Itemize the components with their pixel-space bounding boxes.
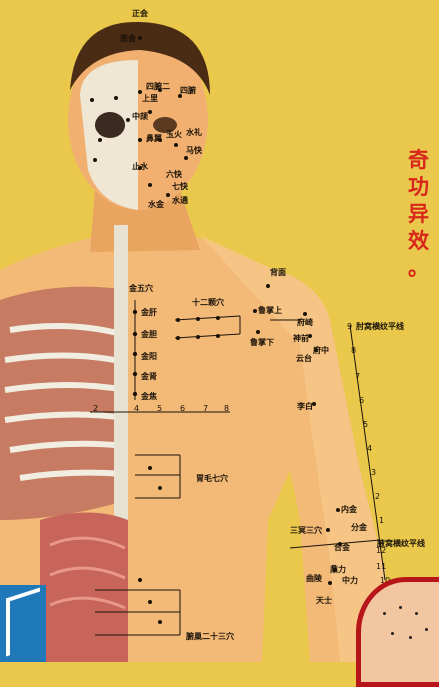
- ruler-num: 8: [224, 404, 229, 413]
- slogan-char: 功: [408, 173, 438, 200]
- hand-point-icon: [383, 612, 386, 615]
- label-shuitong: 水通: [172, 196, 188, 205]
- label-shierkuai: 十二颗穴: [192, 298, 224, 307]
- ruler-num: 5: [157, 404, 162, 413]
- arm-scale-num: 8: [351, 346, 356, 355]
- publisher-logo: [0, 585, 46, 662]
- ruler-num: 2: [93, 404, 98, 413]
- label-dingli: 鼎力: [330, 565, 346, 574]
- hand-inset: [356, 577, 439, 687]
- arm-scale-num: 4: [367, 444, 372, 453]
- hand-point-icon: [425, 628, 428, 631]
- label-hejin: 合金: [334, 543, 350, 552]
- label-fanshui: 水金: [148, 200, 164, 209]
- label-nanhui: 南会: [120, 34, 136, 43]
- hand-point-icon: [409, 636, 412, 639]
- arm-scale-num: 1: [379, 516, 384, 525]
- ruler-num: 4: [134, 404, 139, 413]
- hand-point-icon: [415, 612, 418, 615]
- hand-point-icon: [391, 632, 394, 635]
- label-fenjin: 分金: [351, 523, 367, 532]
- label-jingan: 金肝: [141, 308, 157, 317]
- label-zhouwo: 肘窝横纹平线: [356, 322, 404, 331]
- arm-scale-num: 5: [363, 420, 368, 429]
- slogan-char: 奇: [408, 146, 438, 173]
- arm-scale-num: 9: [347, 322, 352, 331]
- label-weimao: 胃毛七穴: [196, 474, 228, 483]
- label-liukuai: 六快: [166, 170, 182, 179]
- logo-mark-icon: [6, 587, 40, 656]
- arm-scale-num: 12: [376, 546, 386, 555]
- label-yuhuo: 玉火: [166, 130, 182, 139]
- acupuncture-chart: 正会 南会 四腑二 四腑 上里 中颉 鼻翼 玉火 水礼 马快 六快 七快 水通 …: [0, 0, 439, 662]
- arm-scale-num: 3: [371, 468, 376, 477]
- label-tianshi: 天士: [316, 596, 332, 605]
- label-fuzhong: 府中: [313, 346, 329, 355]
- arm-scale-num: 6: [359, 396, 364, 405]
- label-xiaoma: 马快: [186, 146, 202, 155]
- label-zhongli: 中力: [342, 576, 358, 585]
- label-fuchao: 腑巢二十三穴: [186, 632, 234, 641]
- label-sifeng: 四腑: [180, 86, 196, 95]
- label-jindan: 金胆: [141, 330, 157, 339]
- body-illustration: [0, 0, 439, 662]
- slogan-char: 异: [408, 200, 438, 227]
- label-zhongjie: 中颉: [132, 112, 148, 121]
- label-jinshen: 金肾: [141, 372, 157, 381]
- arm-scale-num: 7: [355, 372, 360, 381]
- slogan-char: 效: [408, 227, 438, 254]
- label-quling: 曲陵: [306, 574, 322, 583]
- label-neijin: 内金: [341, 505, 357, 514]
- label-zhenghui: 正会: [132, 9, 148, 18]
- label-bizheng: 鼻翼: [146, 134, 162, 143]
- label-luxia: 鲁掌下: [250, 338, 274, 347]
- label-sifeng-er: 四腑二: [146, 82, 170, 91]
- label-qikuai: 七快: [172, 182, 188, 191]
- ruler-num: 7: [203, 404, 208, 413]
- label-shenqian: 神前: [293, 334, 309, 343]
- label-shangli: 上里: [142, 94, 158, 103]
- label-fuchou: 府崎: [297, 318, 313, 327]
- label-zhishui: 止水: [132, 162, 148, 171]
- label-yuntai: 云台: [296, 354, 312, 363]
- ruler-num: 6: [180, 404, 185, 413]
- label-jinwuxue: 金五穴: [129, 284, 153, 293]
- label-lietai: 李白: [297, 402, 313, 411]
- arm-scale-num: 2: [375, 492, 380, 501]
- hand-point-icon: [399, 606, 402, 609]
- arm-scale-num: 11: [376, 562, 386, 571]
- label-jinjiao: 金焦: [141, 392, 157, 401]
- slogan-char: 。: [408, 254, 438, 281]
- slogan-vertical: 奇 功 异 效 。: [408, 146, 438, 281]
- label-lushang: 鲁掌上: [258, 306, 282, 315]
- label-jinyang: 金阳: [141, 352, 157, 361]
- label-shuili: 水礼: [186, 128, 202, 137]
- label-sanmao: 三冥三穴: [290, 526, 322, 535]
- label-beimian: 背面: [270, 268, 286, 277]
